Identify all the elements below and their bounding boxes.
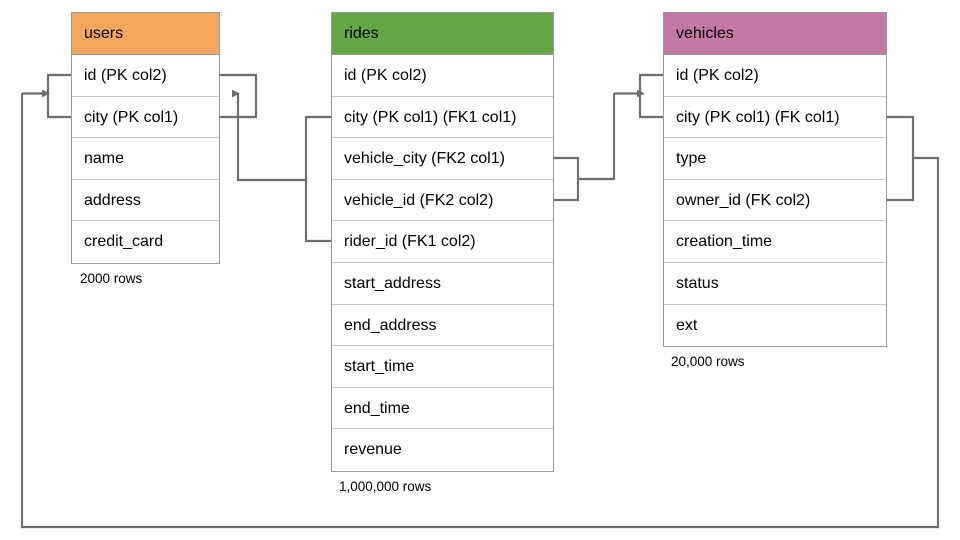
column-vehicles-status[interactable]: status	[664, 263, 886, 305]
column-rides-rider-id[interactable]: rider_id (FK1 col2)	[332, 221, 553, 263]
connector-rides-fk2-vehicles	[554, 73, 663, 202]
column-users-name[interactable]: name	[72, 138, 219, 180]
entity-vehicles[interactable]: vehicles id (PK col2) city (PK col1) (FK…	[663, 12, 887, 348]
column-users-city[interactable]: city (PK col1)	[72, 97, 219, 139]
column-vehicles-city[interactable]: city (PK col1) (FK col1)	[664, 97, 886, 139]
entity-header-vehicles: vehicles	[664, 13, 886, 55]
connector-rides-fk1-users	[220, 73, 331, 243]
column-rides-end-address[interactable]: end_address	[332, 305, 553, 347]
row-count-rides: 1,000,000 rows	[339, 479, 432, 494]
entity-users[interactable]: users id (PK col2) city (PK col1) name a…	[71, 12, 220, 264]
column-users-address[interactable]: address	[72, 180, 219, 222]
column-rides-vehicle-city[interactable]: vehicle_city (FK2 col1)	[332, 138, 553, 180]
column-vehicles-creation-time[interactable]: creation_time	[664, 221, 886, 263]
column-vehicles-owner-id[interactable]: owner_id (FK col2)	[664, 180, 886, 222]
column-vehicles-ext[interactable]: ext	[676, 316, 698, 334]
column-users-credit-card[interactable]: credit_card	[84, 233, 164, 251]
row-count-vehicles: 20,000 rows	[671, 354, 745, 369]
entity-rides[interactable]: rides id (PK col2) city (PK col1) (FK1 c…	[331, 12, 554, 472]
column-users-id[interactable]: id (PK col2)	[72, 55, 219, 97]
column-vehicles-id[interactable]: id (PK col2)	[664, 55, 886, 97]
column-rides-vehicle-id[interactable]: vehicle_id (FK2 col2)	[332, 180, 553, 222]
column-rides-id[interactable]: id (PK col2)	[332, 55, 553, 97]
column-rides-start-time[interactable]: start_time	[332, 346, 553, 388]
entity-header-rides: rides	[332, 13, 553, 55]
row-count-users: 2000 rows	[80, 271, 143, 286]
column-rides-city[interactable]: city (PK col1) (FK1 col1)	[332, 97, 553, 139]
entity-header-users: users	[72, 13, 219, 55]
column-rides-start-address[interactable]: start_address	[332, 263, 553, 305]
column-rides-end-time[interactable]: end_time	[332, 388, 553, 430]
column-rides-revenue[interactable]: revenue	[344, 441, 402, 459]
column-vehicles-type[interactable]: type	[664, 138, 886, 180]
